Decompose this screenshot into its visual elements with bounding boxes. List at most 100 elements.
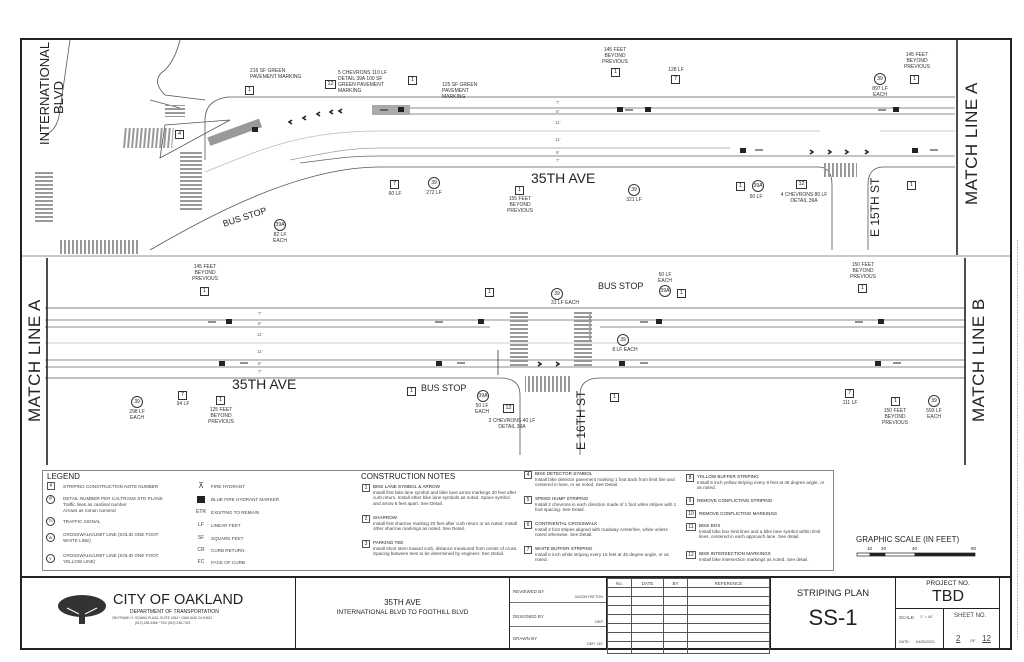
note-body: Install bike intersection markings as no… [699,556,809,562]
project-cell: 35TH AVE INTERNATIONAL BLVD TO FOOTHILL … [296,578,510,650]
legend-item-sub: Traffic lines as cardinal number [63,502,127,507]
note-body: Install bike box limit lines and a bike … [699,528,821,540]
callout-text: 50 LF [749,194,763,200]
lane-width: 7' [258,369,262,374]
note-title: YELLOW BUFFER STRIPING [697,474,759,479]
lane-width: 11' [555,137,561,142]
detail-tag: 39 [428,177,440,189]
department-name: DEPARTMENT OF TRANSPORTATION [130,609,219,615]
lane-width: 8' [556,150,560,155]
note-number: 9 [686,497,694,505]
note-tag: 1 [858,284,867,293]
callout-text: 150 FEET BEYOND PREVIOUS [882,408,908,426]
note-body: Install 2 chevrons in each direction mad… [535,501,677,513]
project-number-cell: PROJECT NO. TBD SCALE: 1" = 40' DATE: 04… [896,578,1000,650]
note-tag: 1 [408,76,417,85]
graphic-scale-title: GRAPHIC SCALE (IN FEET) [856,535,960,544]
legend-item: TRAFFIC SIGNAL [63,519,101,524]
match-line-b-label: MATCH LINE B [969,298,988,422]
drawn-by-label: DRAWN BY [513,636,538,641]
note-body: Install bike detector pavement marking 1… [535,476,675,488]
legend-abbrev: SF [197,535,205,541]
note-tag: 12 [503,404,514,413]
callout-text: 593 LF EACH [926,408,942,420]
detail-tag: 39 [551,288,563,300]
detail-tag: 39A [659,285,671,297]
note-tag: 7 [845,389,854,398]
note-tag: 1 [910,75,919,84]
yellow-crosswalk-icon: Y [46,554,55,563]
legend-item: DETAIL NUMBER PER CALTRANS STD PLANS [63,496,163,501]
lane-width: 8' [556,109,560,114]
scale-label: SCALE: [899,615,916,620]
signoff-cell: REVIEWED BY JASON PATTON DESIGNED BY DEP… [510,578,607,650]
note-number: 5 [524,496,532,504]
callout-text: 897 LF EACH [872,86,888,98]
note-tag: 1 [515,186,524,195]
project-no: TBD [932,588,964,605]
note-tag: 4 [175,130,184,139]
title-block: CITY OF OAKLAND DEPARTMENT OF TRANSPORTA… [20,576,1012,654]
scale-tick: 40 [912,546,918,551]
detail-tag: 39 [131,396,143,408]
callout-text: 4 CHEVRONS 80 LF DETAIL 39A [780,192,828,204]
callout-text: 8 LF EACH [612,347,638,353]
scale-tick: 80 [971,546,977,551]
callout-text: 5 CHEVRONS 110 LF DETAIL 39A 100 SF GREE… [338,70,388,94]
note-tag: 7 [390,180,399,189]
graphic-scale-bar [856,552,976,557]
note-title: BIKE INTERSECTION MARKINGS [699,551,771,556]
note-number: 11 [686,523,696,531]
note-body: Install first bike lane symbol and bike … [373,489,517,506]
note-title: BIKE BOX [699,523,721,528]
scale-value: 1" = 40' [920,615,933,619]
lane-width: 8' [258,361,262,366]
date-label: DATE: [899,640,910,644]
note-title: BIKE DETECTOR SYMBOL [535,471,593,476]
plot-info-strip [1013,40,1022,650]
street-label-international-blvd: INTERNATIONAL BLVD [37,41,66,145]
detail-tag: 39 [928,395,940,407]
designed-by-label: DESIGNED BY [513,614,544,619]
legend-title: LEGEND [47,472,80,481]
legend-item: STRIPING CONSTRUCTION NOTE NUMBER [63,484,159,489]
legend-item: EXISTING TO REMAIN [211,510,260,515]
note-title: PARKING TEE [373,540,404,545]
note-number: 10 [686,510,696,518]
note-tag: 1 [407,387,416,396]
legend-item: CROSSWALK/LIMIT LINE (SOLID ONE FOOT YEL… [63,553,159,564]
revision-header: BY [663,578,688,588]
legend-item: BLUE FIRE HYDRANT MARKER [211,497,280,502]
oak-tree-logo [58,595,106,624]
note-title: SPEED HUMP STRIPING [535,496,589,501]
callout-text: 60 LF [388,191,402,197]
drawing-border [20,38,1012,650]
note-body: Install 6 inch white striping every 15 f… [535,551,669,563]
agency-cell: CITY OF OAKLAND DEPARTMENT OF TRANSPORTA… [20,578,296,650]
note-number: 7 [524,546,532,554]
note-title: WHITE BUFFER STRIPING [535,546,593,551]
note-title: SHARROW [373,515,397,520]
bus-stop-label: BUS STOP [421,383,467,393]
sheet-code: SS-1 [808,605,858,630]
agency-name: CITY OF OAKLAND [113,592,244,608]
note-body: Install first sharrow marking 20 feet af… [373,520,518,532]
note-number: 3 [362,540,370,548]
street-label-e-16th-st: E 16TH ST [574,390,588,450]
street-label-e-15th-st: E 15TH ST [868,177,882,237]
note-tag: 1 [610,393,619,402]
drawn-by-value: DEP, JJC [587,642,603,646]
callout-text: 145 FEET BEYOND PREVIOUS [192,264,218,282]
detail-tag: 39 [628,184,640,196]
scale-tick: 10 [867,546,873,551]
crosswalks [35,105,857,392]
note-title: REMOVE CONFLICTING MARKINGS [699,511,778,516]
revision-header: No. [607,578,632,588]
project-no-label: PROJECT NO. [926,580,970,587]
lane-width: 7' [556,100,560,105]
note-tag: 1 [200,287,209,296]
note-tag: 1 [677,289,686,298]
sheet-total: 12 [982,634,991,643]
white-crosswalk-icon: W [46,533,55,542]
note-number: 4 [524,471,532,479]
